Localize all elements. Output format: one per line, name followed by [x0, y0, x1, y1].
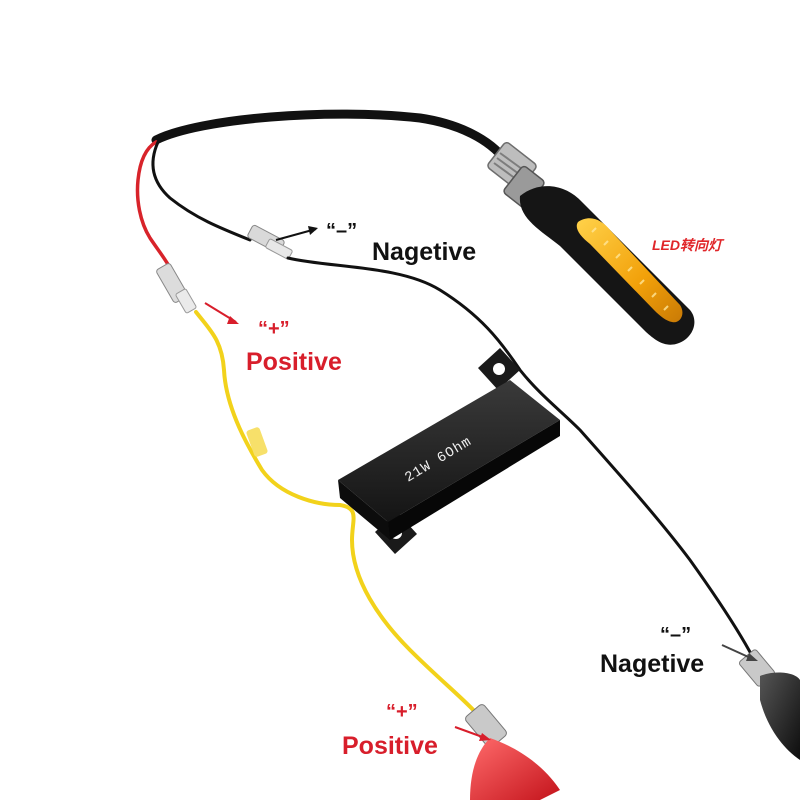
yellow-wire	[194, 310, 480, 717]
black-wire-top	[151, 140, 252, 242]
red-wire	[135, 140, 172, 270]
top-negative-quote: “–”	[326, 220, 358, 242]
negative-connector-top	[247, 224, 293, 260]
arrow-negative-bottom	[721, 644, 758, 661]
arrow-positive-top	[204, 302, 239, 324]
top-positive-quote: “+”	[258, 318, 290, 340]
bottom-positive-label: Positive	[342, 732, 438, 760]
top-positive-label: Positive	[246, 348, 342, 376]
black-alligator-clip	[739, 649, 800, 760]
led-cable	[151, 109, 510, 165]
top-negative-label: Nagetive	[372, 238, 477, 266]
arrow-positive-bottom	[454, 726, 491, 741]
bottom-negative-label: Nagetive	[600, 650, 705, 678]
led-turn-signal-label: LED转向灯	[652, 237, 722, 253]
bottom-negative-quote: “–”	[660, 624, 692, 646]
yellow-heatshrink	[246, 427, 268, 457]
red-alligator-clip	[465, 704, 560, 800]
black-wire-long	[286, 256, 752, 654]
positive-connector-top	[156, 263, 197, 314]
load-resistor: 21W 6Ohm	[338, 348, 560, 554]
led-housing	[519, 186, 695, 345]
bottom-positive-quote: “+”	[386, 701, 418, 723]
arrow-negative-top	[275, 226, 318, 241]
led-turn-signal	[487, 141, 695, 345]
